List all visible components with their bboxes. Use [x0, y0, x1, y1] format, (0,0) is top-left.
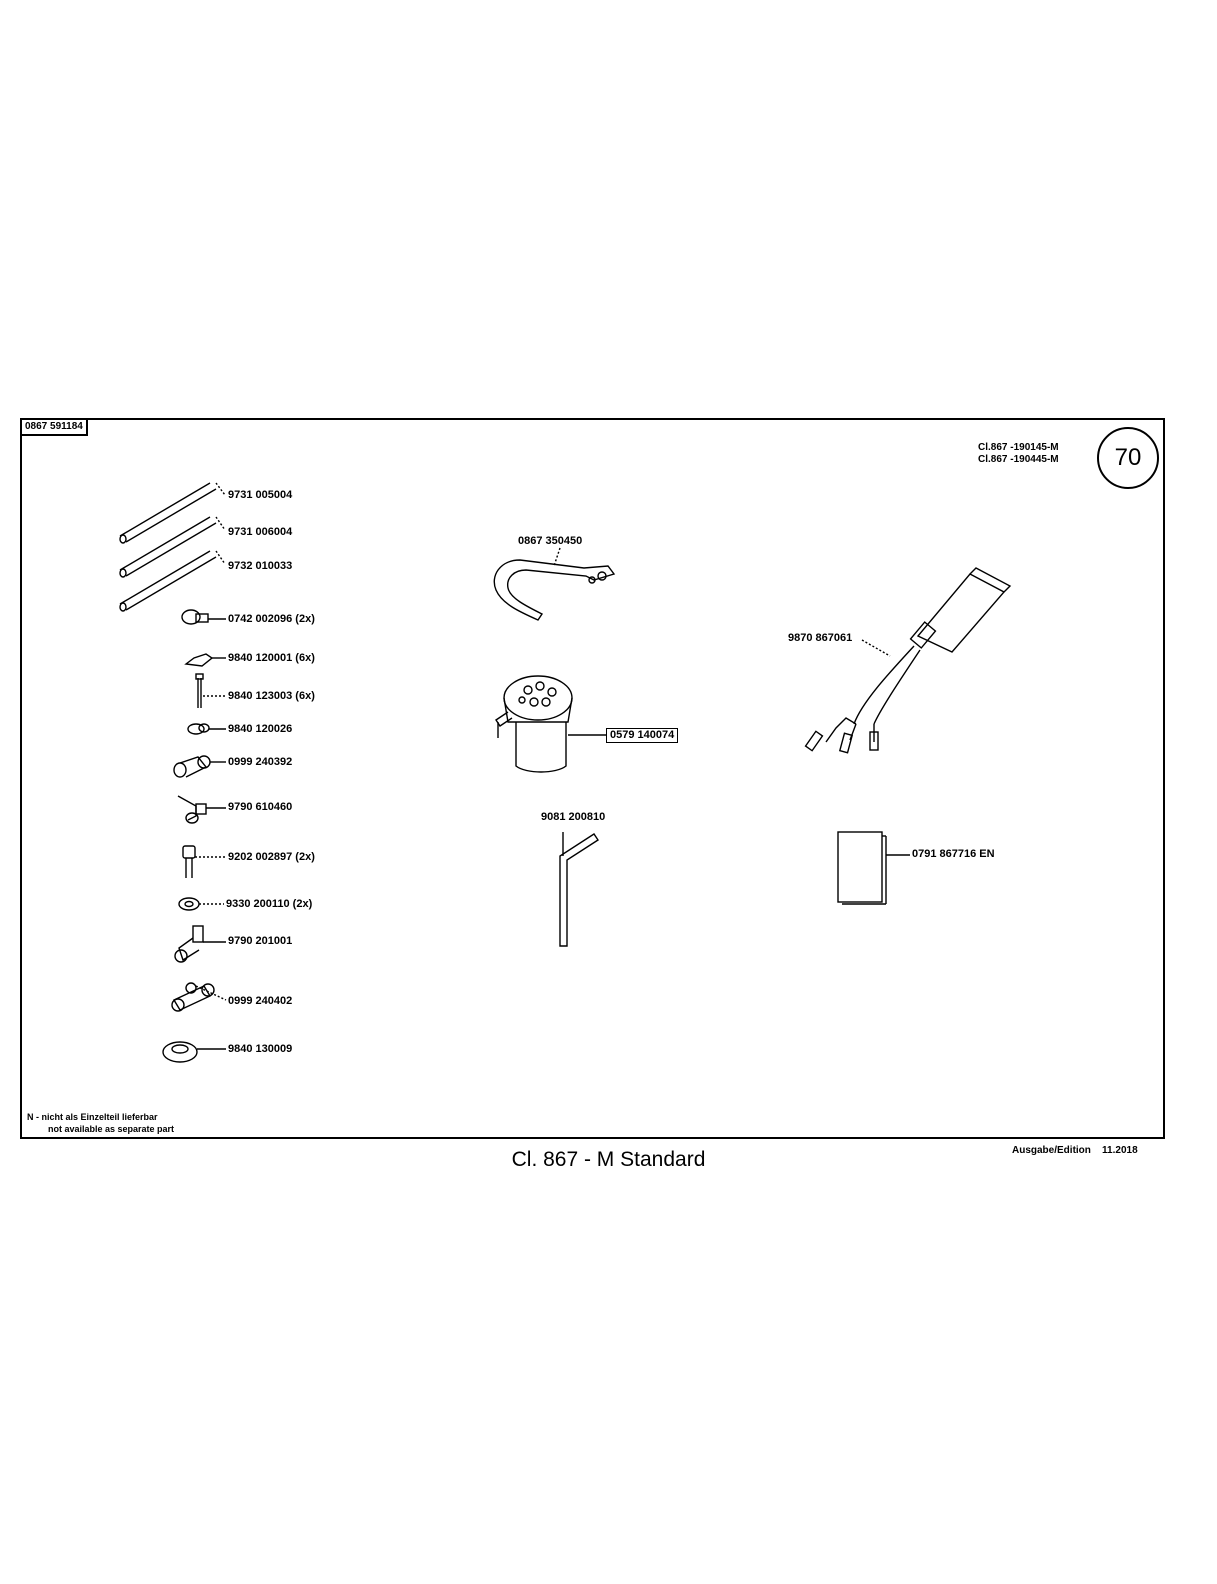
part-number: 0999 240402	[228, 995, 293, 1007]
model-code-1: Cl.867 -190145-M	[978, 442, 1059, 453]
part-number: 0867 350450	[518, 535, 583, 547]
part-number: 9731 005004	[228, 489, 293, 501]
tube-icon	[119, 516, 217, 578]
drawing-number: 0867 591184	[20, 418, 88, 436]
edition-info: Ausgabe/Edition 11.2018	[1012, 1145, 1138, 1156]
elbow-connector-icon	[173, 755, 226, 778]
clip-icon	[184, 653, 226, 667]
part-number: 9870 867061	[788, 632, 853, 644]
part-number: 9840 120026	[228, 723, 293, 735]
drawing-frame	[20, 418, 1165, 1139]
part-number: 9081 200810	[541, 811, 606, 823]
part-number: 9840 123003 (6x)	[228, 690, 315, 702]
manual-booklet-icon	[837, 831, 910, 905]
part-number: 9790 610460	[228, 801, 293, 813]
part-number: 0742 002096 (2x)	[228, 613, 315, 625]
cable-harness-icon	[804, 567, 1012, 754]
angle-connector-icon	[177, 795, 226, 824]
part-number: 0791 867716 EN	[912, 848, 995, 860]
part-number: 0999 240392	[228, 756, 293, 768]
t-connector-icon	[171, 982, 227, 1012]
washer-icon	[178, 897, 224, 911]
model-code-2: Cl.867 -190445-M	[978, 454, 1059, 465]
part-number: 9732 010033	[228, 560, 293, 572]
part-number: 9790 201001	[228, 935, 293, 947]
edition-date: 11.2018	[1102, 1145, 1138, 1156]
screw-icon	[195, 673, 226, 708]
note-en: not available as separate part	[48, 1124, 175, 1134]
hose-clamp-icon	[181, 609, 226, 625]
part-number: 9731 006004	[228, 526, 293, 538]
part-number: 9330 200110 (2x)	[226, 898, 313, 910]
clip-icon	[187, 723, 226, 735]
tube-icon	[119, 550, 217, 612]
note-de: N - nicht als Einzelteil lieferbar	[27, 1112, 158, 1122]
part-number: 9202 002897 (2x)	[228, 851, 315, 863]
part-number: 9840 130009	[228, 1043, 293, 1055]
tube-icon	[119, 482, 217, 544]
bracket-icon	[493, 547, 616, 621]
hex-key-icon	[559, 832, 599, 947]
grommet-icon	[162, 1041, 226, 1063]
page-number-circle: 70	[1097, 427, 1159, 489]
elbow-fitting-icon	[174, 925, 226, 963]
part-number: 9840 120001 (6x)	[228, 652, 315, 664]
part-number-boxed: 0579 140074	[606, 728, 679, 743]
edition-label: Ausgabe/Edition	[1012, 1145, 1091, 1156]
bolt-icon	[182, 845, 226, 878]
filter-cup-icon	[495, 675, 606, 773]
document-title: Cl. 867 - M Standard	[511, 1148, 706, 1171]
